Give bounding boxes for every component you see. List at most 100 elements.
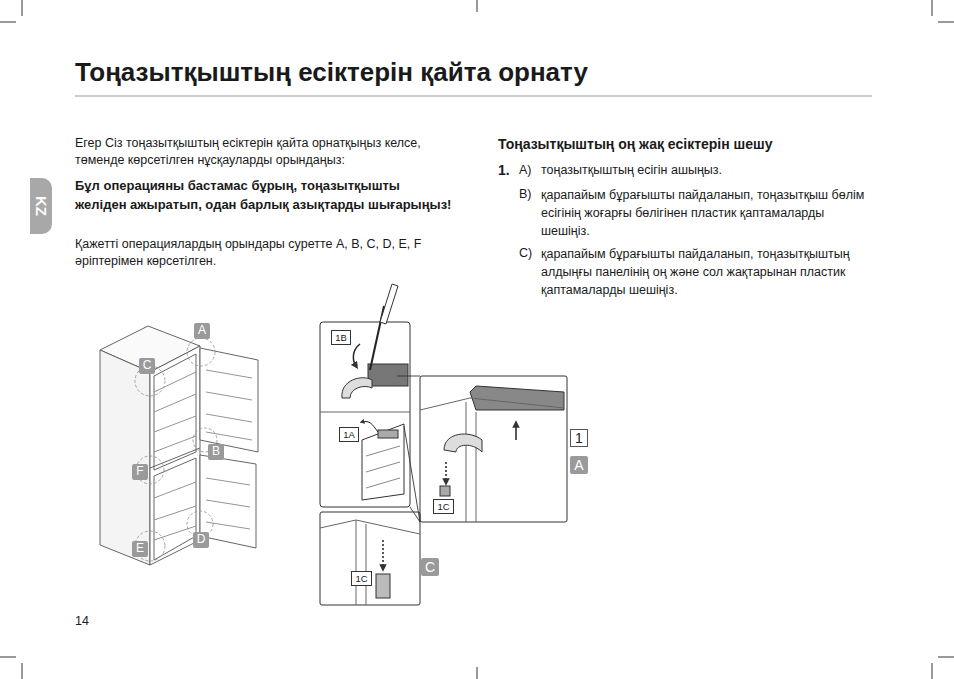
step-letter: A) xyxy=(519,162,532,179)
callout-text: 1A xyxy=(343,429,355,440)
detail-panel xyxy=(366,478,400,488)
step-text: қарапайым бұрағышты пайдаланып, тоңазытқ… xyxy=(541,186,871,240)
detail-panel xyxy=(320,512,420,605)
detail-panel xyxy=(320,412,410,413)
fridge-drawing xyxy=(154,506,196,520)
step-callout: 1B xyxy=(331,330,351,345)
crop-marks xyxy=(932,0,933,16)
callout-text: 1B xyxy=(335,332,347,343)
intro-text: Егер Сіз тоңазытқыштың есіктерін қайта о… xyxy=(75,135,425,169)
step-letter: C) xyxy=(519,245,532,262)
callout-text: A xyxy=(573,457,585,473)
fridge-drawing xyxy=(206,500,250,507)
step-number-box: 1 xyxy=(570,429,588,447)
title-rule xyxy=(75,96,872,97)
crop-marks xyxy=(22,0,23,16)
callout-text: F xyxy=(134,464,146,478)
detail-panel xyxy=(342,378,372,398)
leader-lines xyxy=(410,507,420,522)
detail-panel xyxy=(378,430,398,438)
callout-text: 1C xyxy=(355,573,368,584)
detail-panel xyxy=(420,376,567,522)
detail-panel xyxy=(320,284,410,507)
step-text: тоңазытқыштың есігін ашыңыз. xyxy=(541,162,871,179)
detail-panel xyxy=(366,524,367,605)
leader-lines xyxy=(397,376,420,377)
crop-marks xyxy=(477,667,478,679)
callout-letter: B xyxy=(208,444,224,460)
detail-panel xyxy=(320,512,420,605)
detail-panel xyxy=(368,364,408,386)
fridge-drawing xyxy=(206,370,252,529)
step-callout: 1C xyxy=(433,499,454,514)
detail-panel xyxy=(420,398,564,410)
detail-panel xyxy=(356,520,357,605)
callout-text: KZ xyxy=(33,196,50,216)
fridge-drawing xyxy=(206,478,250,485)
crop-marks xyxy=(0,22,16,23)
fridge-drawing xyxy=(206,432,252,440)
callout-text: D xyxy=(195,532,207,546)
fridge-drawing xyxy=(154,436,196,452)
crop-marks xyxy=(932,663,933,679)
detail-panel xyxy=(366,462,400,472)
callout-text: B xyxy=(210,444,222,458)
crop-marks xyxy=(938,657,954,658)
crop-marks xyxy=(477,0,478,12)
callout-text: 1 xyxy=(575,430,583,446)
fridge-drawing xyxy=(200,348,258,452)
detail-panel xyxy=(362,421,378,432)
detail-panel xyxy=(362,424,404,500)
dashed-circles xyxy=(135,338,217,561)
callout-text: 1C xyxy=(437,501,450,512)
fridge-drawing xyxy=(154,372,196,392)
callout-letter: C xyxy=(421,558,439,576)
detail-panel xyxy=(380,284,398,324)
warning-text: Бұл операцияны бастамас бұрың, тоңазытқы… xyxy=(75,177,455,214)
fridge-drawing xyxy=(154,372,196,540)
leader-lines xyxy=(404,426,420,522)
step-callout: 1A xyxy=(339,427,359,442)
section-heading: Тоңазытқыштың оң жақ есіктерін шешу xyxy=(498,135,878,153)
detail-panel xyxy=(420,376,567,522)
step-text: қарапайым бұрағышты пайдаланып, тоңазытқ… xyxy=(541,245,871,299)
leader-lines xyxy=(397,376,420,522)
detail-panel xyxy=(445,462,447,482)
page-number: 14 xyxy=(75,613,89,629)
callout-letter: D xyxy=(193,532,209,548)
fridge-drawing xyxy=(150,448,200,468)
fridge-drawing xyxy=(154,416,196,432)
fridge-drawing xyxy=(206,392,252,400)
callout-text: C xyxy=(141,358,153,372)
fridge-drawing xyxy=(100,326,258,565)
page-title: Тоңазытқыштың есіктерін қайта орнату xyxy=(75,56,588,88)
detail-panel xyxy=(440,486,450,496)
detail-panel xyxy=(515,424,517,440)
detail-panel xyxy=(444,434,482,452)
crop-marks xyxy=(22,663,23,679)
crop-marks xyxy=(938,22,954,23)
language-tab: KZ xyxy=(30,178,52,234)
fridge-drawing xyxy=(154,526,196,540)
fridge-drawing xyxy=(154,394,196,412)
crop-marks xyxy=(0,657,16,658)
detail-panel xyxy=(366,446,400,488)
step-number: 1. xyxy=(498,161,510,179)
callout-letter: C xyxy=(139,358,155,374)
fridge-drawing xyxy=(154,482,196,498)
callout-letter: A xyxy=(194,323,210,339)
callout-letter: E xyxy=(132,541,148,557)
callout-text: C xyxy=(424,559,436,575)
step-letter: B) xyxy=(519,186,532,203)
note-text: Қажетті операциялардың орындары суретте … xyxy=(75,236,450,270)
detail-panel xyxy=(476,412,477,522)
detail-panel xyxy=(366,446,400,456)
detail-panel xyxy=(382,540,384,568)
callout-text: A xyxy=(196,323,208,337)
callout-text: E xyxy=(134,541,146,555)
callout-letter: A xyxy=(570,456,588,474)
callout-letter: F xyxy=(132,464,148,480)
fridge-drawing xyxy=(206,370,252,378)
